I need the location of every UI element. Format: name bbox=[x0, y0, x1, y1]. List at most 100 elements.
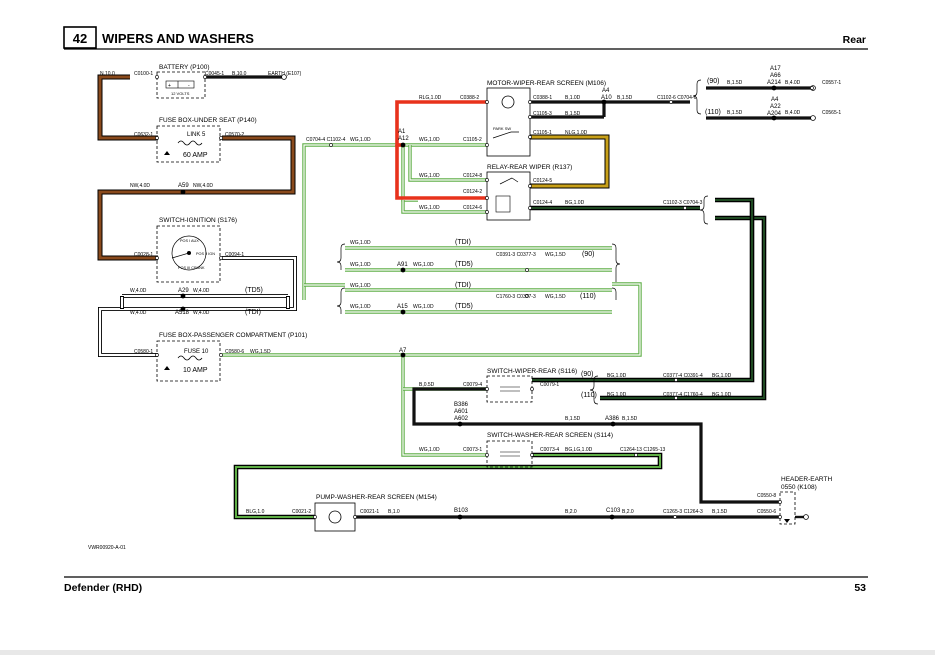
svg-text:C0570-2: C0570-2 bbox=[225, 132, 244, 138]
svg-text:WG,1.0D: WG,1.0D bbox=[350, 262, 371, 268]
svg-text:C0079-1: C0079-1 bbox=[540, 382, 559, 388]
wire-rlg-red bbox=[395, 100, 487, 147]
svg-text:+: + bbox=[168, 83, 171, 89]
svg-text:WG,1.0D: WG,1.0D bbox=[413, 262, 434, 268]
svg-text:10 AMP: 10 AMP bbox=[183, 367, 208, 374]
wire-battery-brown bbox=[98, 75, 158, 140]
svg-text:(90): (90) bbox=[582, 251, 594, 258]
svg-text:(90): (90) bbox=[707, 78, 719, 85]
svg-text:BLG,1.0: BLG,1.0 bbox=[246, 509, 265, 515]
svg-text:C0124-2: C0124-2 bbox=[463, 189, 482, 195]
wire-w-white bbox=[98, 256, 297, 357]
svg-text:RELAY-REAR WIPER (R137): RELAY-REAR WIPER (R137) bbox=[487, 164, 572, 171]
drawing-reference: VWR00920-A-01 bbox=[88, 545, 126, 551]
svg-text:SWITCH-WIPER-REAR (S116): SWITCH-WIPER-REAR (S116) bbox=[487, 368, 577, 375]
svg-text:C0124-8: C0124-8 bbox=[463, 173, 482, 179]
svg-text:C0557-1: C0557-1 bbox=[822, 80, 841, 86]
wires bbox=[97, 74, 812, 520]
svg-text:C1105-2: C1105-2 bbox=[463, 137, 482, 143]
svg-text:B,1.5D: B,1.5D bbox=[565, 416, 581, 422]
svg-text:FUSE BOX-UNDER SEAT (P140): FUSE BOX-UNDER SEAT (P140) bbox=[159, 117, 257, 124]
svg-text:POS I AUX: POS I AUX bbox=[180, 239, 199, 243]
svg-text:(110): (110) bbox=[581, 392, 597, 399]
svg-text:C1105-1: C1105-1 bbox=[533, 130, 552, 136]
svg-text:N,10.0: N,10.0 bbox=[100, 71, 115, 77]
svg-text:FUSE BOX-PASSENGER COMPARTMENT: FUSE BOX-PASSENGER COMPARTMENT (P101) bbox=[159, 332, 307, 339]
svg-text:(TDI): (TDI) bbox=[455, 239, 471, 246]
svg-text:A1: A1 bbox=[398, 129, 406, 135]
svg-text:B,1.5D: B,1.5D bbox=[565, 111, 581, 117]
svg-text:A29: A29 bbox=[178, 288, 189, 294]
splice-points bbox=[180, 85, 777, 520]
svg-text:A17: A17 bbox=[770, 66, 781, 72]
svg-text:(TDI): (TDI) bbox=[455, 282, 471, 289]
component-battery: BATTERY (P100) + - 12 VOLTS bbox=[156, 64, 210, 99]
wire-nlg-yellow bbox=[530, 135, 609, 188]
svg-text:MOTOR-WIPER-REAR SCREEN (M106): MOTOR-WIPER-REAR SCREEN (M106) bbox=[487, 80, 606, 87]
svg-text:C0550-8: C0550-8 bbox=[757, 493, 776, 499]
svg-text:A15: A15 bbox=[397, 304, 408, 310]
component-switch-ignition: SWITCH-IGNITION (S176) POS I AUX POS II … bbox=[156, 217, 237, 283]
svg-text:C0100-1: C0100-1 bbox=[134, 71, 153, 77]
svg-text:C0094-1: C0094-1 bbox=[225, 252, 244, 258]
wire-bg-right bbox=[700, 215, 767, 401]
svg-text:B,0.5D: B,0.5D bbox=[419, 382, 435, 388]
wire-wg-a1 bbox=[302, 143, 403, 300]
wire-w-outline bbox=[98, 256, 297, 357]
svg-text:PARK SW: PARK SW bbox=[493, 126, 511, 131]
component-header-earth: HEADER-EARTH 0550 (K108) bbox=[779, 476, 832, 525]
svg-text:WG,1.5D: WG,1.5D bbox=[250, 349, 271, 355]
svg-text:C1105-3: C1105-3 bbox=[533, 111, 552, 117]
svg-text:B,4.0D: B,4.0D bbox=[785, 110, 801, 116]
wire-labels: N,10.0 C0100-1 C0045-1 B,10.0 EARTH (E10… bbox=[100, 66, 841, 515]
svg-text:B,1.5D: B,1.5D bbox=[727, 80, 743, 86]
page-subtitle: Rear bbox=[843, 34, 866, 46]
svg-text:C0388-1: C0388-1 bbox=[533, 95, 552, 101]
svg-text:(TDI): (TDI) bbox=[245, 309, 261, 316]
svg-text:(110): (110) bbox=[580, 293, 596, 300]
svg-text:A4: A4 bbox=[602, 88, 610, 94]
svg-text:WG,1.0D: WG,1.0D bbox=[419, 205, 440, 211]
page-header: 42 WIPERS AND WASHERS Rear bbox=[63, 26, 868, 50]
svg-text:C0377-4 C0391-4: C0377-4 C0391-4 bbox=[663, 373, 703, 379]
svg-text:A7: A7 bbox=[399, 348, 407, 354]
section-number: 42 bbox=[73, 31, 87, 46]
svg-text:B,2.0: B,2.0 bbox=[622, 509, 634, 515]
svg-text:WG,1.0D: WG,1.0D bbox=[419, 173, 440, 179]
svg-text:WG,1.0D: WG,1.0D bbox=[413, 304, 434, 310]
svg-text:LINK 5: LINK 5 bbox=[187, 132, 206, 138]
svg-text:(TD5): (TD5) bbox=[245, 287, 263, 294]
svg-text:A4: A4 bbox=[771, 97, 779, 103]
page-title: WIPERS AND WASHERS bbox=[102, 31, 254, 46]
svg-text:POS II IGN: POS II IGN bbox=[196, 252, 215, 256]
svg-text:C1264-13 C1265-13: C1264-13 C1265-13 bbox=[620, 447, 666, 453]
svg-text:A386: A386 bbox=[605, 416, 620, 422]
svg-text:A10: A10 bbox=[601, 95, 612, 101]
selection-brackets bbox=[336, 79, 709, 405]
page-footer: Defender (RHD) 53 bbox=[64, 576, 868, 594]
svg-text:(110): (110) bbox=[705, 109, 721, 116]
earth-e107-terminal bbox=[281, 74, 287, 80]
svg-text:BG,1.0D: BG,1.0D bbox=[607, 373, 627, 379]
svg-text:B,10.0: B,10.0 bbox=[232, 71, 247, 77]
svg-text:A214: A214 bbox=[767, 80, 782, 86]
svg-text:C103: C103 bbox=[606, 508, 621, 514]
svg-text:B,1.0D: B,1.0D bbox=[565, 95, 581, 101]
svg-text:B,1.0: B,1.0 bbox=[388, 509, 400, 515]
svg-text:SWITCH-IGNITION (S176): SWITCH-IGNITION (S176) bbox=[159, 217, 237, 224]
earth-c0565-terminal bbox=[810, 115, 816, 121]
svg-text:BG,1.0D: BG,1.0D bbox=[712, 392, 732, 398]
svg-text:(TD5): (TD5) bbox=[455, 303, 473, 310]
svg-text:C1102-6 C0704-6: C1102-6 C0704-6 bbox=[657, 95, 697, 101]
svg-text:A22: A22 bbox=[770, 104, 781, 110]
svg-text:BG,1.0D: BG,1.0D bbox=[565, 200, 585, 206]
svg-text:C1102-3 C0704-3: C1102-3 C0704-3 bbox=[663, 200, 703, 206]
svg-text:W,4.0D: W,4.0D bbox=[130, 310, 147, 316]
component-fuse-box-passenger: FUSE BOX-PASSENGER COMPARTMENT (P101) FU… bbox=[156, 332, 307, 382]
wire-bglg bbox=[233, 452, 663, 520]
svg-text:B,1.5D: B,1.5D bbox=[712, 509, 728, 515]
wg-rows bbox=[345, 246, 612, 314]
svg-text:BG,LG,1.0D: BG,LG,1.0D bbox=[565, 447, 593, 453]
